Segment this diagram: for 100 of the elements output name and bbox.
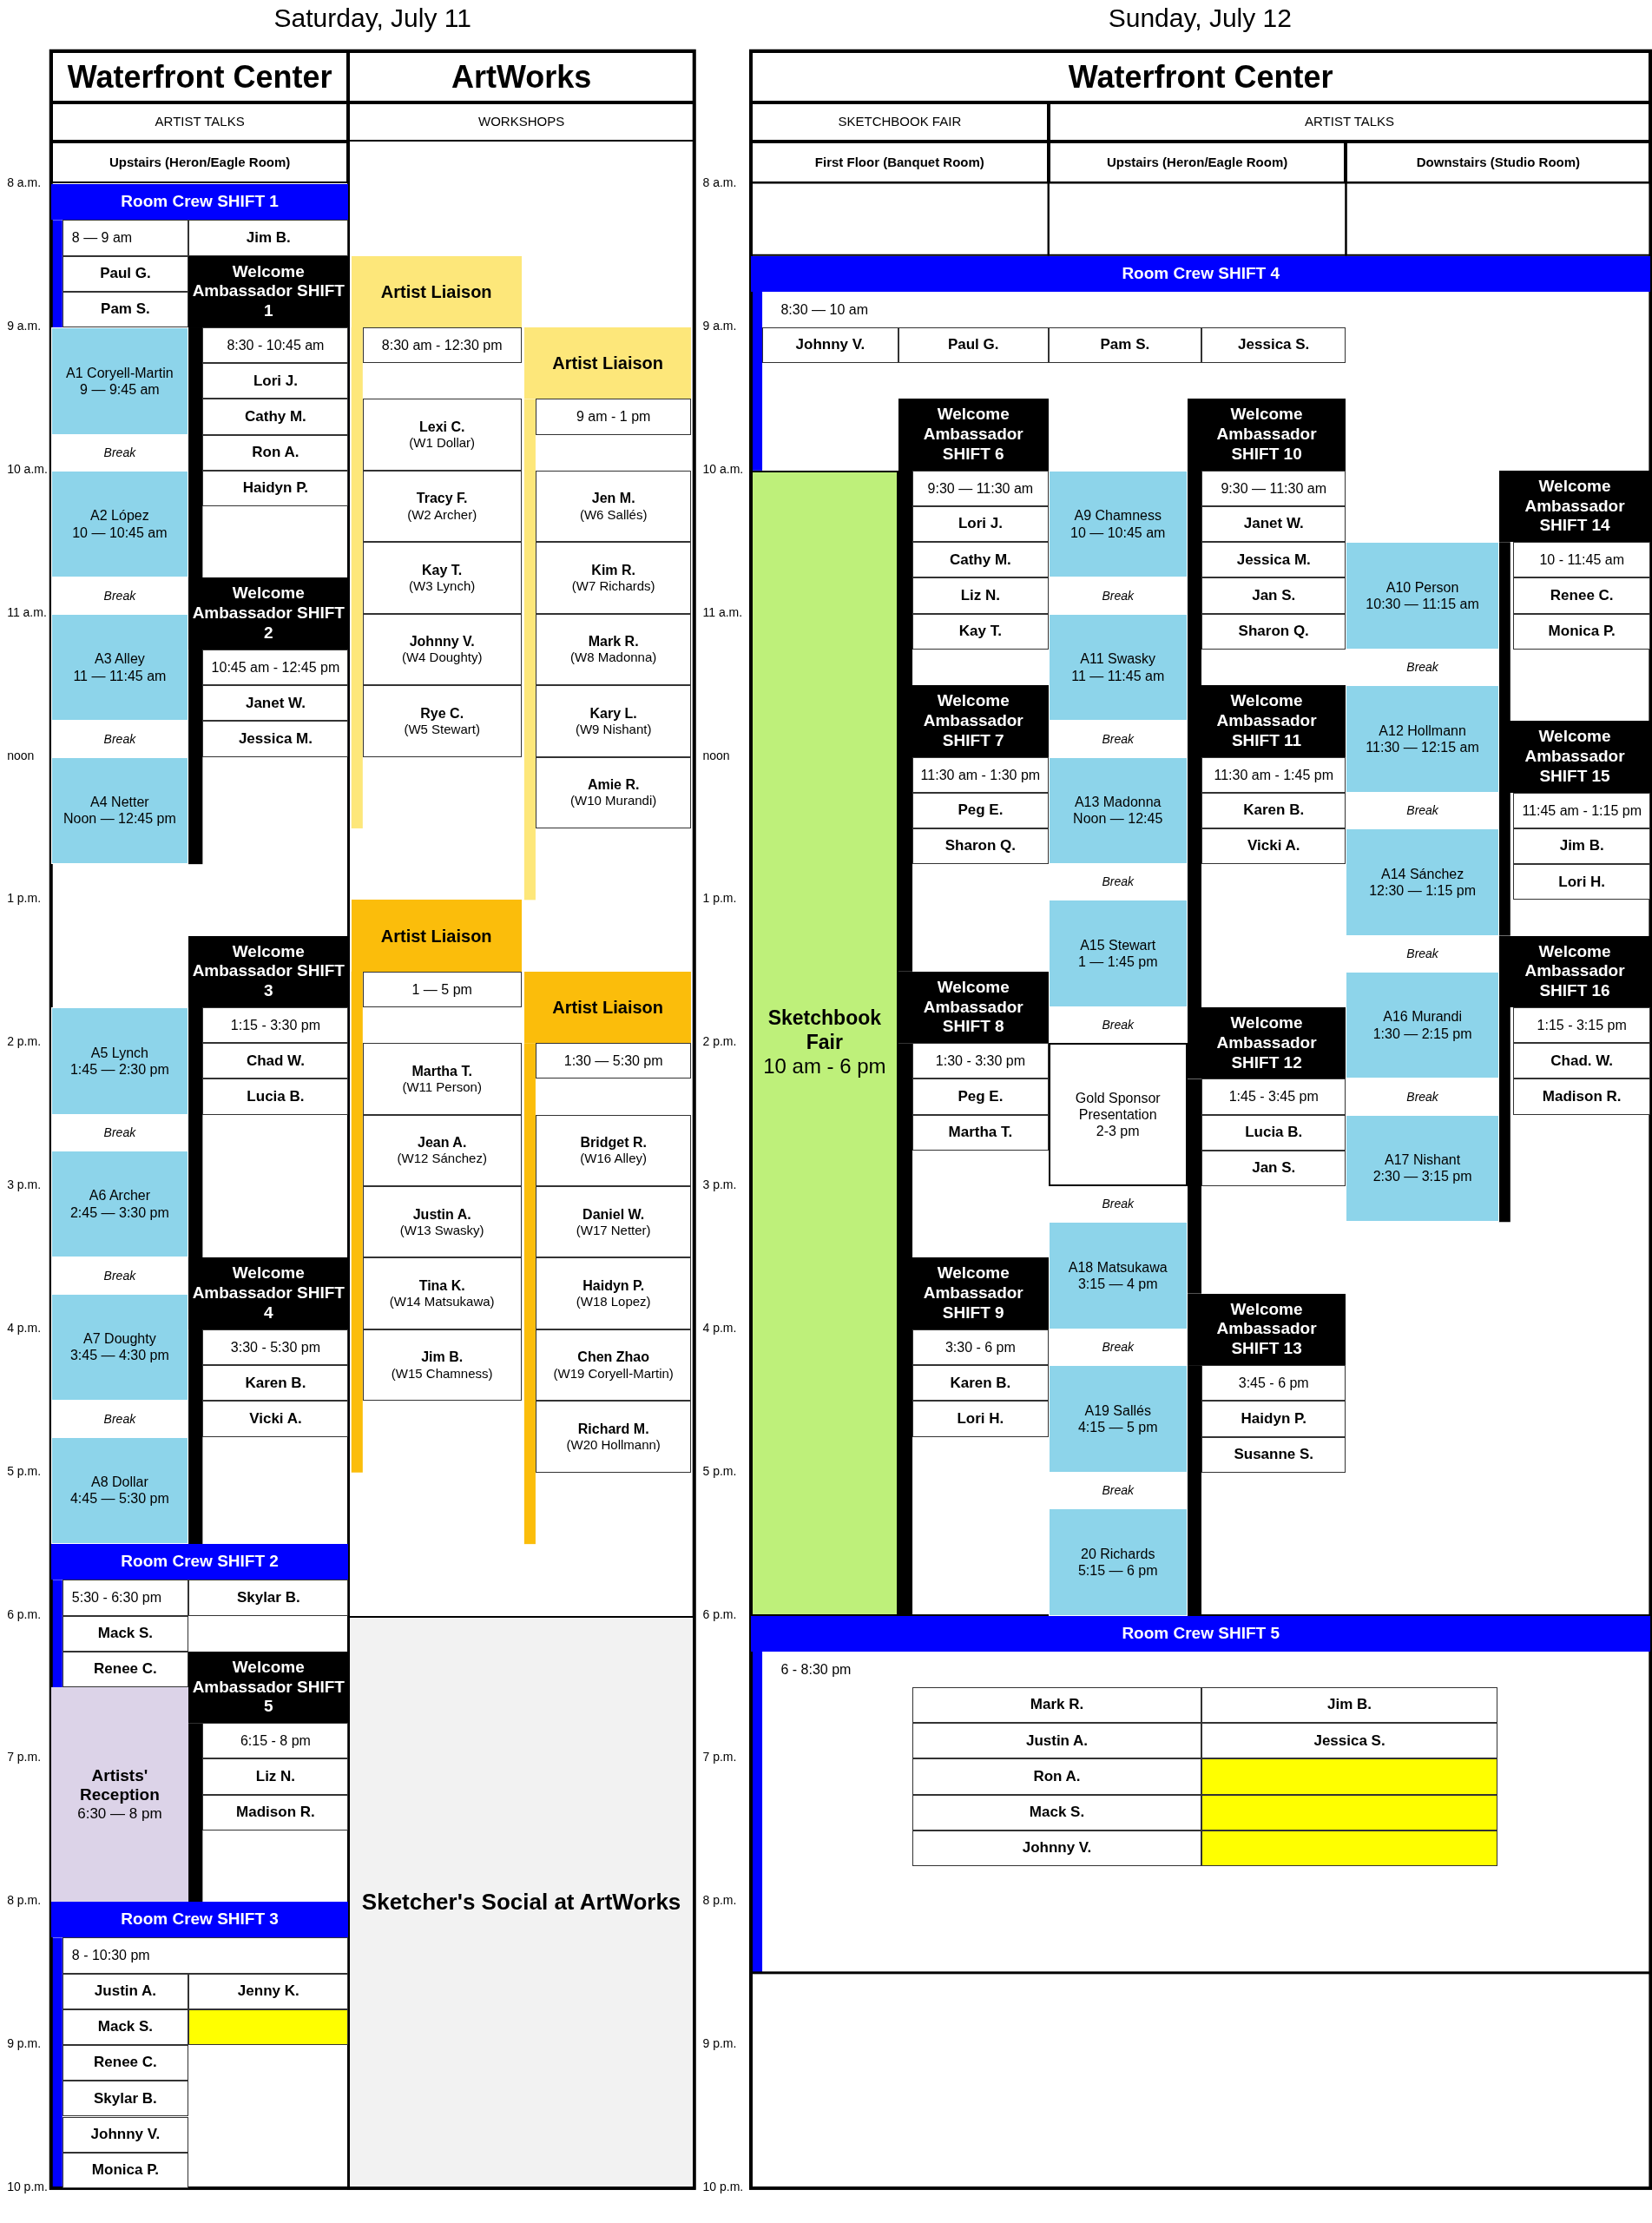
- name-cell: Kay T.: [912, 613, 1049, 650]
- event-title: Artists' Reception: [78, 1765, 161, 1806]
- name-cell: Justin A.: [912, 1723, 1201, 1759]
- time-cell: 6:15 - 8 pm: [202, 1723, 349, 1759]
- day-heading: Saturday, July 11: [273, 3, 471, 33]
- venue-header: ArtWorks: [348, 50, 694, 102]
- workshop-cell: [362, 1043, 522, 1115]
- volunteer-name: Jean A.: [418, 1134, 467, 1151]
- time-label: 10 a.m.: [7, 461, 48, 476]
- talk-block: [1048, 900, 1188, 1007]
- name-cell: Chad. W.: [1513, 1043, 1651, 1079]
- name-cell: Lori J.: [912, 506, 1049, 543]
- workshop-cell: [362, 685, 522, 757]
- talk-time: 5:15 — 6 pm: [1077, 1561, 1158, 1579]
- name-cell: Cathy M.: [912, 542, 1049, 578]
- talk-title: A19 Sallés: [1084, 1402, 1151, 1419]
- time-label: 7 p.m.: [7, 1750, 42, 1765]
- time-cell: 3:45 - 6 pm: [1201, 1365, 1346, 1402]
- name-cell: Peg E.: [912, 792, 1049, 828]
- workshop-cell: [362, 1114, 522, 1187]
- name-cell: Jenny K.: [188, 1973, 349, 2009]
- name-cell: Ron A.: [202, 434, 349, 471]
- name-cell: Jessica S.: [1201, 1723, 1498, 1759]
- time-cell: 9:30 — 11:30 am: [912, 470, 1049, 507]
- volunteer-name: Mark R.: [588, 633, 639, 650]
- workshop-label: (W6 Sallés): [579, 506, 648, 523]
- event-time: 2-3 pm: [1096, 1123, 1140, 1140]
- talk-time: 11 — 11:45 am: [73, 667, 167, 684]
- workshop-label: (W16 Alley): [580, 1151, 647, 1167]
- workshop-label: (W1 Dollar): [409, 435, 476, 452]
- time-label: 2 p.m.: [702, 1034, 737, 1049]
- ambassador-shift-header: Welcome Ambassador SHIFT 5: [188, 1651, 349, 1724]
- volunteer-name: Tina K.: [418, 1277, 465, 1295]
- time-label: 2 p.m.: [7, 1034, 42, 1049]
- highlighted-cell: [1201, 1830, 1498, 1866]
- talk-title: A7 Doughty: [83, 1330, 156, 1348]
- talk-time: 2:45 — 3:30 pm: [69, 1204, 169, 1221]
- talk-block: [1346, 542, 1499, 650]
- workshop-cell: [535, 1257, 692, 1329]
- name-cell: Cathy M.: [202, 399, 349, 435]
- time-cell: 8 — 9 am: [62, 220, 189, 256]
- time-cell: 1:30 - 3:30 pm: [912, 1043, 1049, 1079]
- event-time: 10 am - 6 pm: [763, 1054, 886, 1080]
- room-header: First Floor (Banquet Room): [751, 142, 1049, 183]
- ambassador-shift-header: Welcome Ambassador SHIFT 15: [1498, 721, 1651, 793]
- talk-block: [50, 470, 189, 578]
- time-cell: 1:15 - 3:15 pm: [1513, 1007, 1651, 1044]
- talk-title: A10 Person: [1385, 578, 1459, 597]
- workshop-label: (W14 Matsukawa): [389, 1294, 495, 1310]
- room-header: Upstairs (Heron/Eagle Room): [50, 142, 349, 183]
- talk-time: 11:30 — 12:15 am: [1366, 738, 1479, 756]
- workshop-cell: [535, 1186, 692, 1258]
- time-text: 6 - 8:30 pm: [772, 1651, 1198, 1687]
- volunteer-name: Justin A.: [412, 1205, 471, 1223]
- time-label: 6 p.m.: [7, 1606, 42, 1621]
- workshop-cell: [362, 1329, 522, 1402]
- name-cell: Haidyn P.: [1201, 1401, 1346, 1437]
- time-label: 7 p.m.: [702, 1750, 737, 1765]
- name-cell: Karen B.: [202, 1365, 349, 1402]
- section-header: ARTIST TALKS: [1048, 102, 1651, 142]
- time-cell: 1:15 - 3:30 pm: [202, 1007, 349, 1044]
- talk-title: A17 Nishant: [1385, 1151, 1461, 1169]
- time-label: 3 p.m.: [7, 1177, 42, 1192]
- time-label: 11 a.m.: [702, 604, 743, 619]
- time-cell: 11:45 am - 1:15 pm: [1513, 792, 1651, 828]
- workshop-cell: [535, 1114, 692, 1187]
- talk-block: [1346, 685, 1499, 793]
- name-cell: Vicki A.: [202, 1401, 349, 1437]
- time-cell: 5:30 - 6:30 pm: [62, 1580, 189, 1616]
- volunteer-name: Kay T.: [422, 561, 463, 579]
- ambassador-shift-header: Welcome Ambassador SHIFT 14: [1498, 470, 1651, 543]
- name-cell: Liz N.: [202, 1758, 349, 1795]
- name-cell: Jan S.: [1201, 1150, 1346, 1187]
- volunteer-name: Chen Zhao: [577, 1349, 649, 1366]
- workshop-cell: [362, 542, 522, 614]
- talk-time: Noon — 12:45 pm: [63, 810, 176, 828]
- room-header: Downstairs (Studio Room): [1346, 142, 1651, 183]
- time-cell: 9 am - 1 pm: [535, 399, 692, 435]
- talk-block: [1048, 470, 1188, 578]
- talk-block: [50, 1436, 189, 1545]
- liaison-header: Artist Liaison: [351, 900, 522, 972]
- name-cell: Sharon Q.: [912, 828, 1049, 865]
- ambassador-shift-header: Welcome Ambassador SHIFT 13: [1187, 1293, 1346, 1366]
- workshop-cell: [362, 399, 522, 471]
- workshop-label: (W13 Swasky): [399, 1222, 484, 1238]
- name-cell: Skylar B.: [62, 2081, 189, 2117]
- name-cell: Lucia B.: [202, 1079, 349, 1115]
- time-cell: 11:30 am - 1:45 pm: [1201, 756, 1346, 793]
- ambassador-shift-header: Welcome Ambassador SHIFT 12: [1187, 1007, 1346, 1079]
- time-label: 11 a.m.: [7, 604, 47, 619]
- section-header: SKETCHBOOK FAIR: [751, 102, 1049, 142]
- talk-time: 1:45 — 2:30 pm: [69, 1060, 169, 1078]
- talk-block: [1346, 1114, 1499, 1223]
- talk-block: [1048, 1365, 1188, 1473]
- ambassador-shift-header: Welcome Ambassador SHIFT 6: [898, 399, 1049, 471]
- venue-header: Waterfront Center: [751, 50, 1651, 102]
- event-time: 6:30 — 8 pm: [77, 1805, 162, 1824]
- volunteer-name: Kim R.: [591, 561, 635, 579]
- name-cell: Vicki A.: [1201, 828, 1346, 865]
- talk-time: 4:45 — 5:30 pm: [69, 1490, 169, 1507]
